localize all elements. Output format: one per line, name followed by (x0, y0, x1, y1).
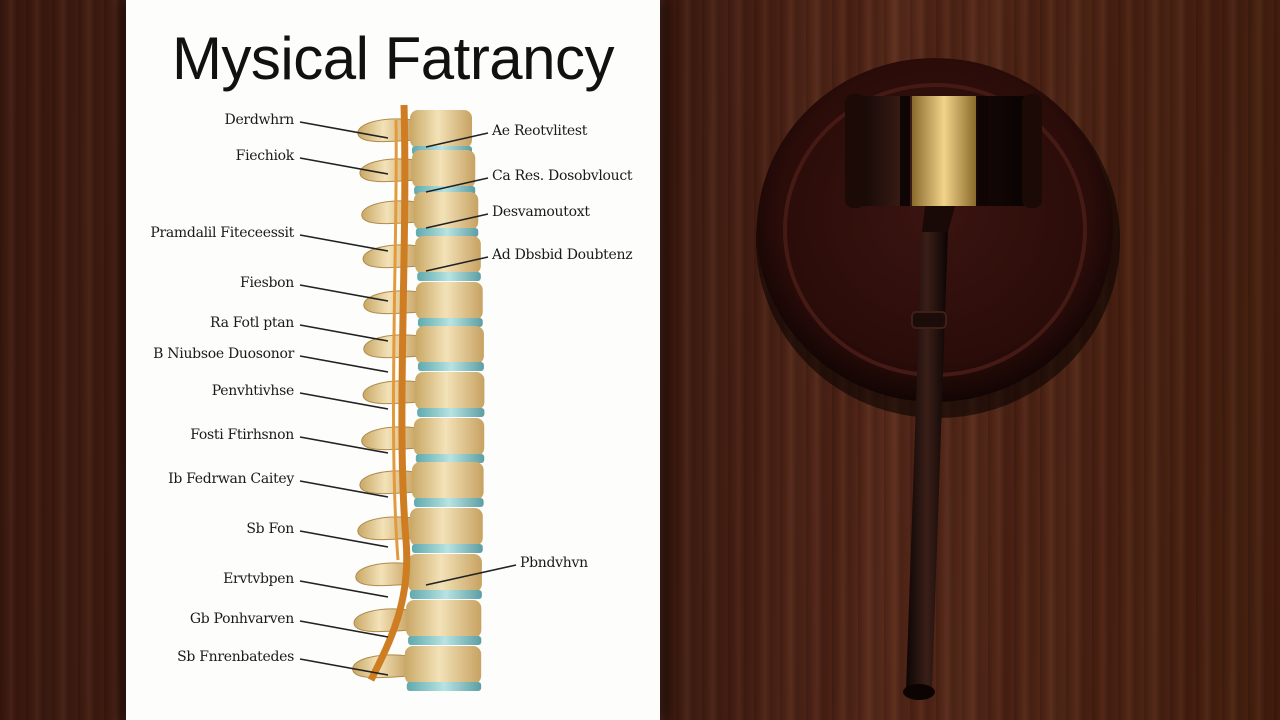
leader-line (299, 324, 389, 342)
label-right: Ca Res. Dosobvlouct (492, 168, 633, 184)
gavel-scene (756, 58, 1120, 700)
intervertebral-disc (415, 454, 485, 463)
leader-line (299, 530, 389, 548)
vertebra (361, 418, 485, 463)
label-left: Derdwhrn (224, 112, 295, 128)
label-right: Desvamoutoxt (492, 204, 590, 220)
leader-line (425, 213, 489, 229)
leader-line (299, 355, 389, 373)
label-left: Fiesbon (240, 275, 294, 291)
leader-line (425, 177, 489, 193)
intervertebral-disc (417, 272, 481, 281)
intervertebral-disc (406, 682, 482, 691)
spinal-nerve (367, 104, 411, 682)
leader-line (299, 620, 389, 638)
leader-line (425, 564, 517, 586)
leader-line (299, 157, 389, 175)
gavel-icon (845, 94, 1042, 700)
label-left: Gb Ponhvarven (189, 611, 294, 627)
label-left: Fiechiok (235, 148, 295, 164)
intervertebral-disc (414, 498, 484, 507)
leader-line (299, 436, 389, 454)
label-left: Ib Fedrwan Caitey (168, 471, 294, 487)
label-left: Pramdalil Fiteceessit (150, 225, 294, 241)
vertebra (363, 282, 483, 327)
poster-title: Mysical Fatrancy (171, 25, 615, 92)
vertebra (363, 326, 484, 371)
vertebra (359, 462, 484, 507)
intervertebral-disc (417, 362, 484, 371)
vertebra (362, 372, 485, 417)
label-left: Sb Fon (246, 521, 294, 537)
leader-line (299, 121, 389, 139)
leader-line (299, 284, 389, 302)
vertebra (362, 236, 481, 281)
leader-line (299, 392, 389, 410)
label-left: Ra Fotl ptan (210, 315, 294, 331)
intervertebral-disc (411, 544, 483, 553)
leader-line (299, 658, 389, 676)
label-left: B Niubsoe Duosonor (153, 346, 294, 362)
spine-illustration (299, 104, 517, 691)
leader-line (425, 256, 489, 272)
label-left: Ervtvbpen (223, 571, 294, 587)
leader-line (299, 234, 389, 252)
label-left: Sb Fnrenbatedes (177, 649, 294, 665)
vertebra (352, 646, 482, 691)
label-left: Penvhtivhse (211, 383, 295, 399)
leader-line (425, 132, 489, 148)
label-right: Ae Reotvlitest (492, 123, 588, 139)
vertebra (353, 600, 482, 645)
leader-line (299, 580, 389, 598)
leader-line (299, 480, 389, 498)
intervertebral-disc (417, 318, 483, 327)
label-right: Pbndvhvn (520, 555, 588, 571)
intervertebral-disc (417, 408, 485, 417)
label-right: Ad Dbsbid Doubtenz (492, 247, 633, 263)
vertebra (357, 110, 472, 155)
vertebra (361, 192, 479, 237)
label-left: Fosti Ftirhsnon (190, 427, 294, 443)
vertebra (355, 554, 482, 599)
vertebra (357, 508, 483, 553)
intervertebral-disc (408, 636, 482, 645)
intervertebral-disc (415, 228, 479, 237)
intervertebral-disc (409, 590, 482, 599)
